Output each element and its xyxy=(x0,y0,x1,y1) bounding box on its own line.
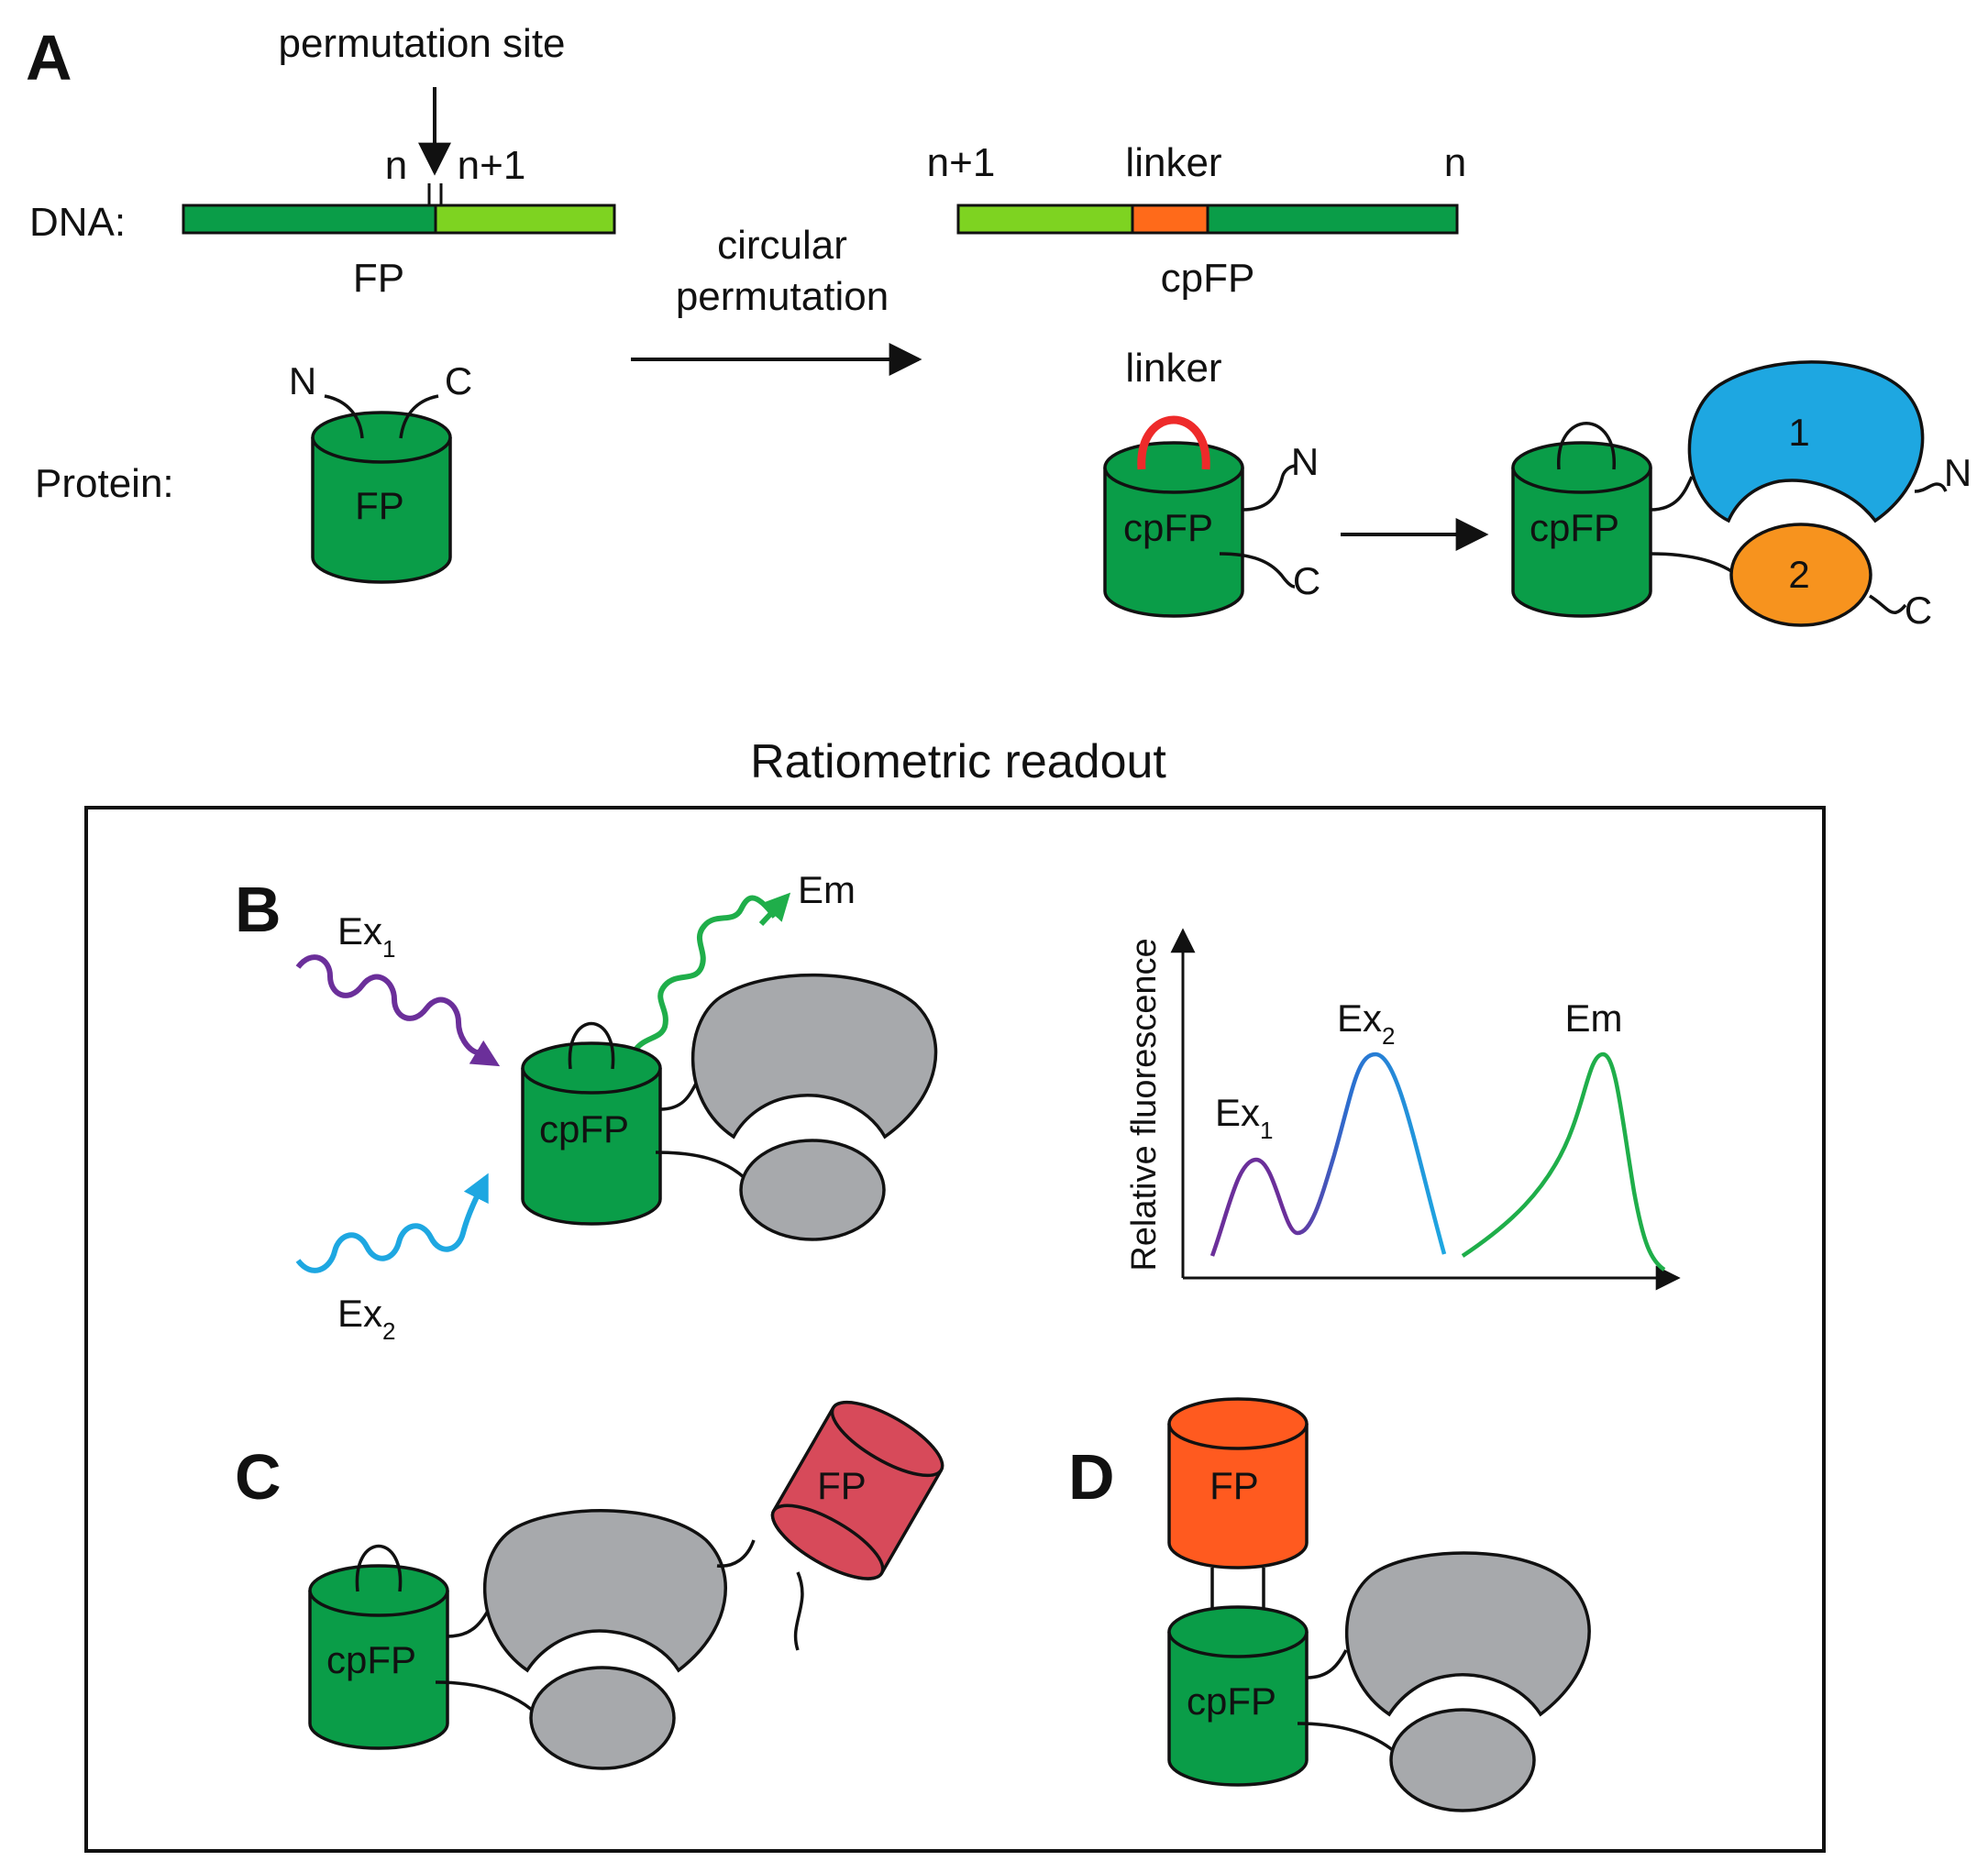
permutation-site-label: permutation site xyxy=(278,21,565,66)
panel-a-label: A xyxy=(26,22,72,94)
n-plus-1-label: n+1 xyxy=(458,143,526,188)
panel-b-label: B xyxy=(235,874,282,945)
spectrum-plot xyxy=(1170,928,1681,1291)
panel-d-sensor xyxy=(1167,1397,1591,1812)
spectrum-ylabel: Relative fluorescence xyxy=(1125,938,1164,1271)
panel-b-cpfp-label: cpFP xyxy=(539,1107,629,1151)
protein-row-label: Protein: xyxy=(35,461,174,506)
panel-c-cpfp-label: cpFP xyxy=(326,1638,416,1681)
cpfp-protein-label: cpFP xyxy=(1123,506,1213,549)
fp-protein-label: FP xyxy=(355,484,404,527)
panel-d-fp-label: FP xyxy=(1209,1464,1259,1507)
circular-permutation-label-line1: circular xyxy=(717,223,847,268)
ratiometric-title: Ratiometric readout xyxy=(750,735,1166,788)
ratiometric-frame xyxy=(84,806,1826,1853)
fp-protein-barrel xyxy=(311,394,452,584)
dna-row-label: DNA: xyxy=(29,200,126,245)
emission-spectrum-curve xyxy=(1461,1052,1666,1272)
domain-1-label: 1 xyxy=(1788,411,1809,454)
em-wave-path xyxy=(630,895,778,1056)
peak-ex1-label: Ex1 xyxy=(1215,1091,1273,1144)
panel-c-fp-label: FP xyxy=(817,1464,867,1507)
cpfp-gene-label: cpFP xyxy=(1161,256,1255,301)
sensor-c-terminus-label: C xyxy=(1905,589,1932,632)
panel-d-label: D xyxy=(1068,1441,1115,1513)
linker-protein-label: linker xyxy=(1125,346,1221,391)
panel-d-cpfp-label: cpFP xyxy=(1187,1679,1276,1723)
peak-em-label: Em xyxy=(1565,997,1623,1040)
fp-c-terminus-label: C xyxy=(445,359,472,402)
cp-n-plus-1-label: n+1 xyxy=(927,140,996,185)
ex2-label: Ex2 xyxy=(337,1292,395,1345)
ex2-wave-arrow-icon xyxy=(295,1173,489,1273)
n-label: n xyxy=(385,143,407,188)
ex1-label: Ex1 xyxy=(337,909,395,963)
sensor-cpfp-label: cpFP xyxy=(1530,506,1619,549)
panel-c-label: C xyxy=(235,1441,282,1513)
cpfp-protein-barrel xyxy=(1103,415,1298,618)
sensor-n-terminus-label: N xyxy=(1944,451,1971,494)
cpfp-n-terminus-label: N xyxy=(1291,440,1319,483)
domain-1-shape xyxy=(1687,360,1925,523)
cp-linker-label: linker xyxy=(1125,140,1221,185)
panel-b-sensor xyxy=(521,973,938,1241)
em-label: Em xyxy=(798,868,856,911)
ex1-wave-arrow-icon xyxy=(295,954,501,1067)
peak-ex2-label: Ex2 xyxy=(1337,997,1395,1050)
fp-gene-label: FP xyxy=(353,256,404,301)
domain-2-label: 2 xyxy=(1788,553,1809,596)
em-wave-arrow-icon xyxy=(758,892,791,927)
excitation-spectrum-curve xyxy=(1209,1052,1447,1257)
domain-2-shape xyxy=(1729,523,1872,627)
panel-c-sensor xyxy=(308,1400,944,1770)
red-linker-loop xyxy=(1137,415,1210,470)
cpfp-gene-bar xyxy=(956,204,1459,235)
fp-n-terminus-label: N xyxy=(289,359,316,402)
cpfp-c-terminus-label: C xyxy=(1293,559,1320,602)
sensor-assembly xyxy=(1511,360,1948,627)
circular-permutation-label-line2: permutation xyxy=(676,274,889,319)
cp-n-label: n xyxy=(1444,140,1466,185)
fp-gene-bar xyxy=(182,183,616,235)
